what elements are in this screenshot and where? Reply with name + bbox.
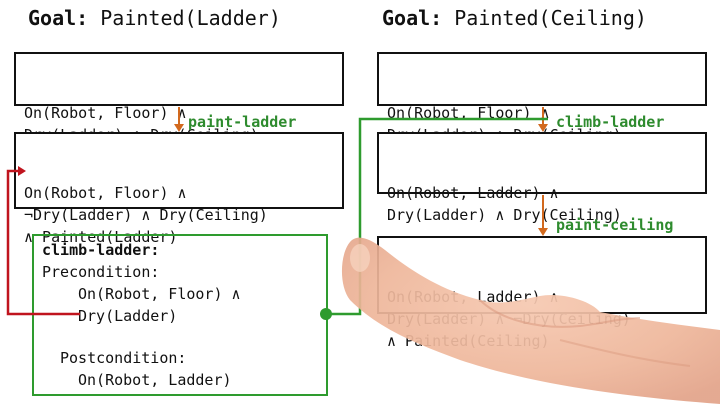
state-line: ∧ Painted(Ceiling) [387, 332, 550, 350]
state-line: On(Robot, Floor) ∧ [387, 104, 550, 122]
precondition-line: Dry(Ladder) [78, 307, 178, 325]
right-state-2: On(Robot, Ladder) ∧Dry(Ladder) ∧ Dry(Cei… [377, 132, 707, 224]
state-line: ¬Dry(Ladder) ∧ Dry(Ceiling) [24, 206, 268, 224]
goal-title-right: Goal: Painted(Ceiling) [382, 6, 647, 30]
goal-keyword: Goal: [382, 6, 443, 30]
state-line: On(Robot, Ladder) ∧ [387, 288, 559, 306]
operator-climb-ladder-box: climb-ladder: Precondition: On(Robot, Fl… [32, 234, 328, 396]
state-line: Dry(Ladder) ∧ ¬Dry(Ceiling) [387, 310, 631, 328]
goal-title-left: Goal: Painted(Ladder) [28, 6, 281, 30]
operator-name: climb-ladder: [42, 241, 160, 259]
postcondition-line: On(Robot, Ladder) [78, 371, 232, 389]
right-state-1: On(Robot, Floor) ∧Dry(Ladder) ∧ Dry(Ceil… [377, 52, 707, 144]
state-line: On(Robot, Floor) ∧ [24, 104, 187, 122]
state-line: On(Robot, Floor) ∧ [24, 184, 187, 202]
state-line: On(Robot, Ladder) ∧ [387, 184, 559, 202]
left-action-paint-ladder: paint-ladder [188, 113, 297, 131]
goal-keyword: Goal: [28, 6, 89, 30]
precondition-line: On(Robot, Floor) ∧ [78, 285, 241, 303]
postcondition-label: Postcondition: [60, 349, 187, 367]
left-state-1: On(Robot, Floor) ∧Dry(Ladder) ∧ Dry(Ceil… [14, 52, 344, 144]
goal-text: Painted(Ladder) [88, 6, 281, 30]
left-state-2: On(Robot, Floor) ∧ ¬Dry(Ladder) ∧ Dry(Cei… [14, 132, 344, 246]
precondition-label: Precondition: [42, 263, 160, 281]
right-action-climb-ladder: climb-ladder [556, 113, 665, 131]
right-action-paint-ceiling: paint-ceiling [556, 216, 674, 234]
goal-text: Painted(Ceiling) [442, 6, 647, 30]
right-state-3: On(Robot, Ladder) ∧ Dry(Ladder) ∧ ¬Dry(Ce… [377, 236, 707, 350]
